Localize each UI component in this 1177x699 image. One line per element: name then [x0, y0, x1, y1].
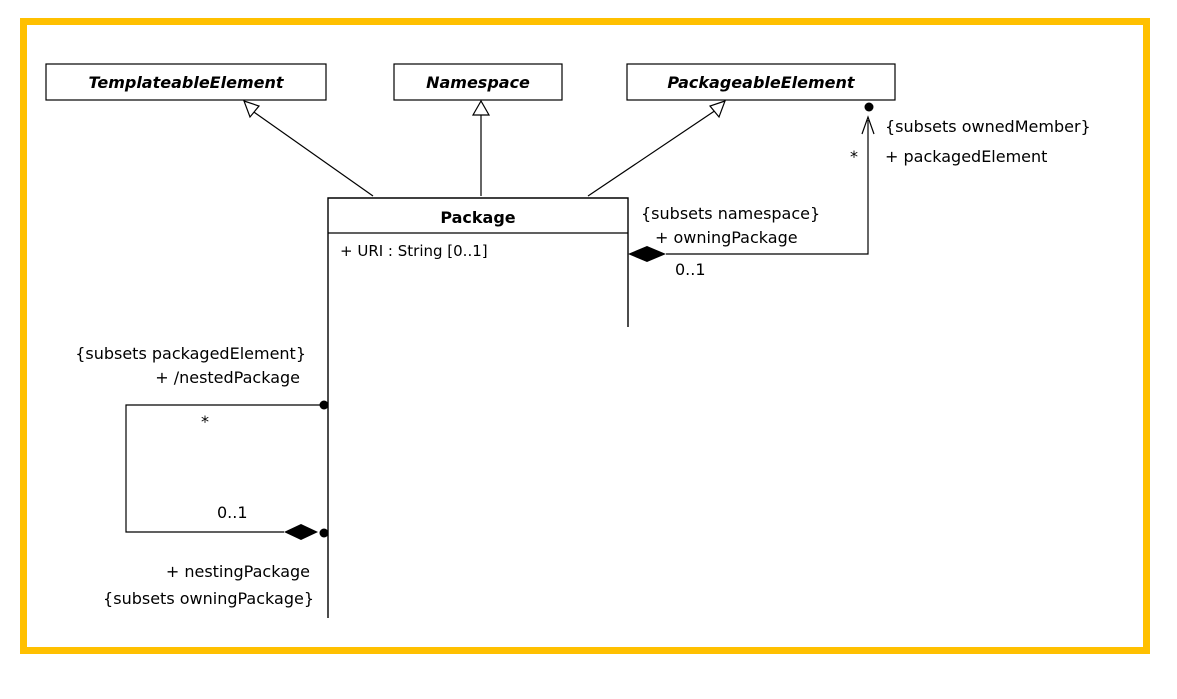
- association-packaged-element: [628, 102, 875, 262]
- packaged-element-role: + packagedElement: [885, 147, 1047, 166]
- hollow-triangle-arrowhead: [708, 100, 727, 119]
- class-packageable-element[interactable]: PackageableElement: [626, 63, 896, 101]
- class-name: PackageableElement: [667, 73, 855, 92]
- nesting-package-multiplicity: 0..1: [217, 503, 248, 522]
- class-namespace[interactable]: Namespace: [393, 63, 563, 101]
- class-name: Namespace: [426, 73, 530, 92]
- generalization-templateable: [242, 100, 374, 197]
- nesting-package-constraint: {subsets owningPackage}: [103, 589, 314, 608]
- ownership-dot: [864, 102, 874, 112]
- nesting-package-role: + nestingPackage: [166, 562, 310, 581]
- class-package[interactable]: Package + URI : String [0..1]: [327, 197, 629, 327]
- hollow-triangle-arrowhead: [471, 99, 491, 116]
- generalization-packageable: [587, 100, 727, 197]
- association-nested-package: [125, 400, 329, 540]
- nested-package-constraint: {subsets packagedElement}: [75, 344, 306, 363]
- owning-package-multiplicity: 0..1: [675, 260, 706, 279]
- class-name: Package: [440, 208, 515, 227]
- composition-diamond: [284, 524, 318, 540]
- ownership-dot: [319, 528, 329, 538]
- attribute-uri: + URI : String [0..1]: [340, 242, 488, 260]
- owning-package-role: + owningPackage: [655, 228, 798, 247]
- owned-member-constraint: {subsets ownedMember}: [885, 117, 1091, 136]
- class-name: TemplateableElement: [88, 73, 284, 92]
- open-arrowhead: [861, 115, 875, 135]
- composition-diamond: [628, 246, 666, 262]
- owning-package-constraint: {subsets namespace}: [641, 204, 820, 223]
- ownership-dot: [319, 400, 329, 410]
- generalization-namespace: [471, 99, 491, 196]
- nested-package-role: + /nestedPackage: [155, 368, 300, 387]
- packaged-element-multiplicity: *: [850, 147, 858, 166]
- diagram-frame: [20, 18, 1150, 654]
- hollow-triangle-arrowhead: [242, 100, 261, 119]
- class-templateable-element[interactable]: TemplateableElement: [45, 63, 327, 101]
- nested-package-multiplicity: *: [201, 412, 209, 431]
